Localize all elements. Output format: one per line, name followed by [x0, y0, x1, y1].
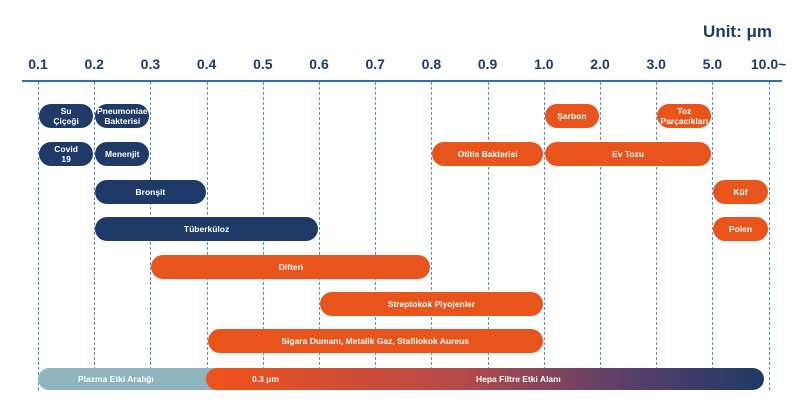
tick-label: 1.0 — [534, 56, 554, 72]
particle-bar: Otitis Bakterisi — [432, 142, 543, 166]
particle-bar: Bronşit — [95, 180, 206, 204]
particle-bar: Polen — [713, 217, 768, 241]
tick-label: 0.2 — [84, 56, 104, 72]
tick-label: 0.9 — [477, 56, 498, 72]
tick-label: 0.3 — [140, 56, 161, 72]
grid-line — [712, 82, 714, 390]
tick-label: 0.7 — [365, 56, 385, 72]
grid-line — [768, 82, 770, 390]
grid-line — [94, 82, 96, 390]
tick-label: 5.0 — [702, 56, 723, 72]
effect-range-bar: Plazma Etki Aralığı 0.3 μm Hepa Filtre E… — [38, 368, 764, 390]
tick-label: 0.1 — [28, 56, 48, 72]
threshold-label: 0.3 μm — [252, 374, 279, 384]
grid-line — [487, 82, 489, 390]
tick-label: 2.0 — [590, 56, 610, 72]
grid-line — [656, 82, 658, 390]
hepa-range-segment: 0.3 μm Hepa Filtre Etki Alanı — [206, 368, 764, 390]
particle-bar: Küf — [713, 180, 768, 204]
particle-bar: Tüberküloz — [95, 217, 318, 241]
tick-label: 10.0~ — [750, 56, 787, 72]
particle-bar: Şarbon — [544, 104, 599, 128]
particle-bar: Sigara Dumanı, Metalik Gaz, Stafilokok A… — [207, 329, 543, 353]
particle-bar: Difteri — [151, 255, 431, 279]
unit-label: Unit: μm — [703, 22, 772, 41]
particle-bar: Ev Tozu — [544, 142, 712, 166]
particle-bar: Covid 19 — [39, 142, 94, 166]
tick-label: 0.8 — [421, 56, 442, 72]
grid-line — [600, 82, 601, 390]
particle-bar: Pneumoniae Bakterisi — [95, 104, 150, 128]
particle-bar: Streptokok Piyojenler — [320, 292, 543, 316]
grid-line — [38, 82, 39, 390]
tick-label: 0.5 — [253, 56, 273, 72]
particle-bar: Su Çiçeği — [39, 104, 94, 128]
particle-bar: Menenjit — [95, 142, 150, 166]
tick-label: 0.6 — [309, 56, 329, 72]
hepa-range-label: Hepa Filtre Etki Alanı — [476, 374, 561, 384]
tick-label: 3.0 — [646, 56, 666, 72]
particle-bar: Toz Parçacıkları — [657, 104, 712, 128]
grid-line — [431, 82, 433, 390]
plasma-range-label: Plazma Etki Aralığı — [78, 374, 154, 384]
axis-line — [22, 80, 782, 82]
grid-line — [543, 82, 545, 390]
grid-line — [319, 82, 320, 390]
tick-label: 0.4 — [196, 56, 217, 72]
grid-line — [375, 82, 377, 390]
